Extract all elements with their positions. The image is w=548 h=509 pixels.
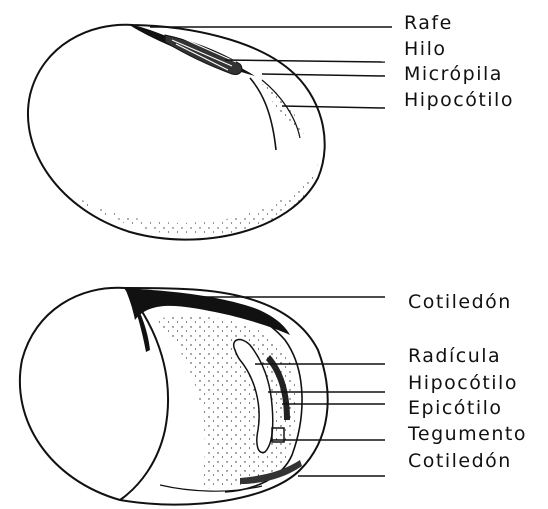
label-rafe: Rafe (404, 13, 453, 33)
label-cotiledon-bottom: Cotiledón (408, 451, 512, 471)
label-epicotilo: Epicótilo (408, 398, 503, 418)
label-radicula: Radícula (408, 346, 501, 366)
label-micropila: Micrópila (404, 64, 503, 84)
label-tegumento: Tegumento (408, 424, 527, 444)
label-hilo: Hilo (404, 39, 446, 59)
label-hipocotilo-exterior: Hipocótilo (404, 90, 514, 110)
label-hipocotilo-interior: Hipocótilo (408, 373, 518, 393)
seed-interior-drawing (20, 288, 328, 505)
seed-exterior-drawing (28, 24, 325, 240)
label-cotiledon-top: Cotiledón (408, 292, 512, 312)
